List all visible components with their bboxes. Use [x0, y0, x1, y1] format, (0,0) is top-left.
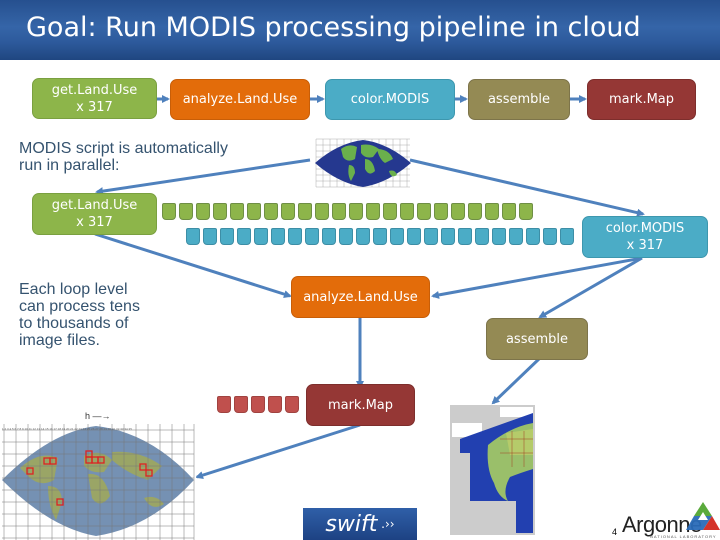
task-square: [268, 396, 282, 413]
arrow-colormodis-to-analyze: [431, 256, 643, 299]
pipeline-step-sub: x 317: [76, 99, 113, 115]
task-square: [254, 228, 268, 245]
task-square: [417, 203, 431, 220]
box-label: analyze.Land.Use: [303, 289, 418, 305]
argonne-logo-text: Argonne: [622, 512, 702, 537]
argonne-logo-subtext: NATIONAL LABORATORY: [650, 534, 717, 539]
task-square: [441, 228, 455, 245]
task-square: [485, 203, 499, 220]
task-square: [356, 228, 370, 245]
pipeline-step-colormodis: color.MODIS: [325, 79, 455, 120]
loop-box-label: color.MODIS: [605, 221, 685, 236]
world-map-axis-label: h —→: [85, 411, 111, 421]
mosaic-image: [450, 405, 535, 535]
task-square: [451, 203, 465, 220]
argonne-triangle-icon: [686, 502, 720, 530]
task-square: [502, 203, 516, 220]
task-square: [492, 228, 506, 245]
task-square: [298, 203, 312, 220]
task-square: [366, 203, 380, 220]
pipeline-step-label: get.Land.Use: [51, 82, 138, 98]
pipeline-step-label: analyze.Land.Use: [182, 92, 298, 107]
task-square: [247, 203, 261, 220]
task-square: [458, 228, 472, 245]
task-square: [288, 228, 302, 245]
getlanduse-loop-box: get.Land.Use x 317: [32, 193, 157, 235]
task-square: [230, 203, 244, 220]
pipeline-step-label: assemble: [487, 92, 551, 107]
task-square: [315, 203, 329, 220]
task-square: [162, 203, 176, 220]
swift-logo: swift .››: [303, 508, 417, 540]
loop-box-label: get.Land.Use: [51, 198, 138, 213]
page-number: 4: [612, 527, 618, 537]
task-square: [339, 228, 353, 245]
task-square: [186, 228, 200, 245]
task-square: [424, 228, 438, 245]
swift-logo-text: swift: [325, 511, 378, 537]
task-square: [271, 228, 285, 245]
task-square: [196, 203, 210, 220]
arrow-markmap-to-worldmap: [195, 423, 361, 479]
pipeline-step-markmap: mark.Map: [587, 79, 696, 120]
box-label: mark.Map: [327, 397, 394, 413]
task-square: [434, 203, 448, 220]
task-square: [349, 203, 363, 220]
analyzelanduse-box: analyze.Land.Use: [291, 276, 430, 318]
markmap-box: mark.Map: [306, 384, 415, 426]
task-square: [179, 203, 193, 220]
task-square: [220, 228, 234, 245]
task-square: [400, 203, 414, 220]
task-square: [390, 228, 404, 245]
parallel-note: MODIS script is automatically run in par…: [19, 140, 228, 174]
loop-box-sub: x 317: [76, 215, 113, 230]
task-square: [285, 396, 299, 413]
swift-logo-waves-icon: .››: [377, 517, 395, 531]
title-bar: Goal: Run MODIS processing pipeline in c…: [0, 0, 720, 60]
colormodis-loop-box: color.MODIS x 317: [582, 216, 708, 258]
task-square: [234, 396, 248, 413]
task-square: [519, 203, 533, 220]
small-globe-image: [315, 138, 411, 188]
task-square: [509, 228, 523, 245]
pipeline-step-assemble: assemble: [468, 79, 570, 120]
svg-text:1 2 3 4 5 6 7 8 9 10 11 12 13: 1 2 3 4 5 6 7 8 9 10 11 12 13 14 15 16 1…: [2, 427, 132, 431]
box-label: assemble: [505, 331, 569, 347]
task-square: [383, 203, 397, 220]
loop-box-sub: x 317: [626, 238, 664, 253]
task-square: [237, 228, 251, 245]
task-square: [373, 228, 387, 245]
arrow-assemble-to-mosaic: [491, 356, 542, 405]
loop-note: Each loop level can process tens to thou…: [19, 281, 140, 349]
task-square: [251, 396, 265, 413]
arrow-colormodis-to-assemble: [538, 256, 643, 319]
task-square: [264, 203, 278, 220]
slide-title: Goal: Run MODIS processing pipeline in c…: [26, 12, 641, 43]
task-square: [203, 228, 217, 245]
pipeline-step-getlanduse: get.Land.Use x 317: [32, 78, 157, 119]
task-square: [526, 228, 540, 245]
task-square: [543, 228, 557, 245]
world-map-image: 1 2 3 4 5 6 7 8 9 10 11 12 13 14 15 16 1…: [0, 424, 196, 540]
task-square: [560, 228, 574, 245]
task-square: [332, 203, 346, 220]
pipeline-step-label: mark.Map: [608, 92, 675, 107]
task-square: [213, 203, 227, 220]
task-square: [475, 228, 489, 245]
pipeline-step-analyzelanduse: analyze.Land.Use: [170, 79, 310, 120]
task-square: [468, 203, 482, 220]
task-square: [281, 203, 295, 220]
task-square: [322, 228, 336, 245]
assemble-box: assemble: [486, 318, 588, 360]
task-square: [305, 228, 319, 245]
task-square: [217, 396, 231, 413]
pipeline-step-label: color.MODIS: [350, 92, 430, 107]
task-square: [407, 228, 421, 245]
